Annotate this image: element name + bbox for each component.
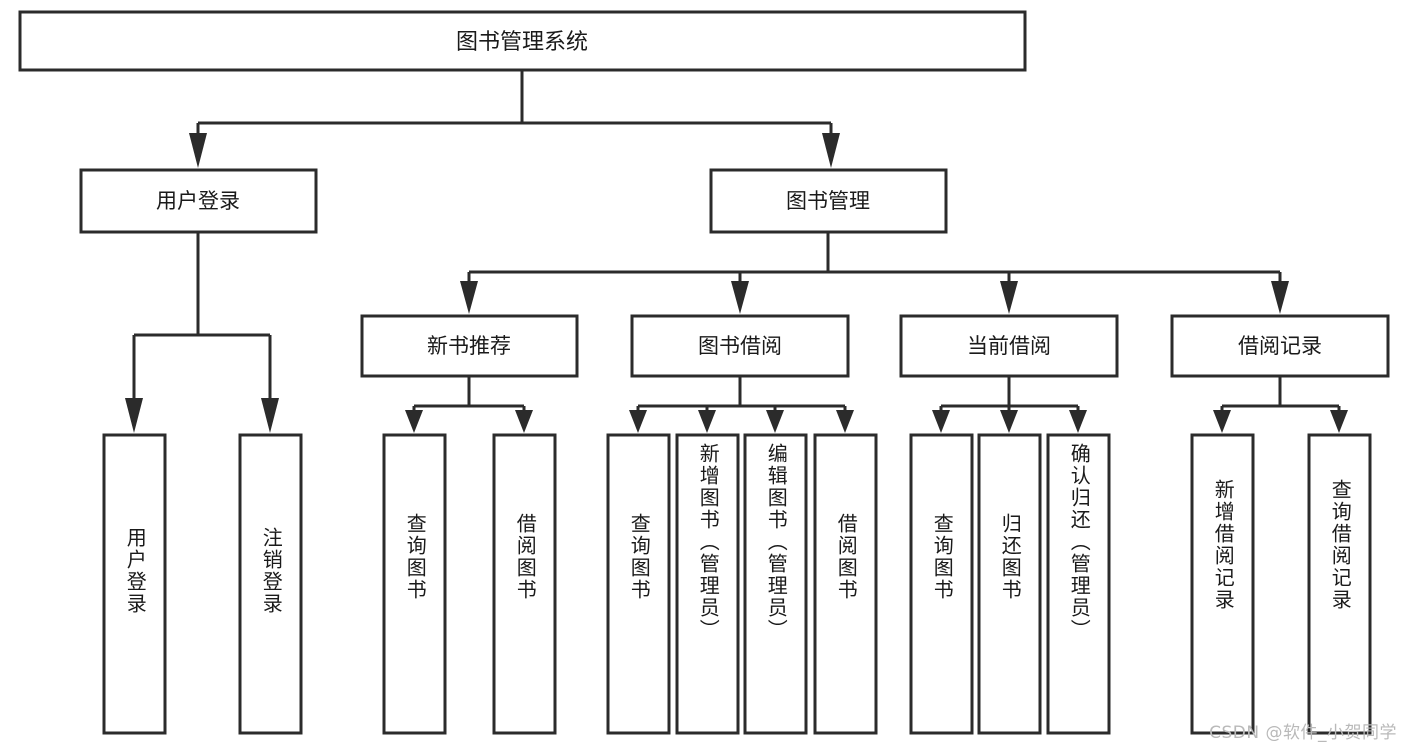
node-user-login[interactable]: 用户登录 [79, 168, 318, 234]
leaf-borrow-book-1-box[interactable] [492, 433, 557, 735]
node-root[interactable]: 图书管理系统 [18, 10, 1027, 72]
connector-book-manage-to-level2 [460, 232, 1289, 314]
arrow-to-leaf-confirm-return [1069, 410, 1087, 433]
leaf-add-record-box[interactable] [1190, 433, 1255, 735]
leaf-boxes [102, 433, 1372, 735]
node-user-login-box[interactable] [79, 168, 318, 234]
leaf-query-book-1-box[interactable] [382, 433, 447, 735]
node-book-borrow-label: 图书借阅 [698, 334, 782, 358]
node-book-manage[interactable]: 图书管理 [709, 168, 948, 234]
node-book-borrow[interactable]: 图书借阅 [630, 314, 850, 378]
node-current-borrow[interactable]: 当前借阅 [899, 314, 1119, 378]
leaf-user-login-box[interactable] [102, 433, 167, 735]
leaf-query-book-2-box[interactable] [606, 433, 671, 735]
connector-current-borrow-to-leaves [932, 376, 1087, 433]
node-new-book-rec-label: 新书推荐 [427, 334, 511, 358]
arrow-to-new-book-rec [460, 281, 478, 314]
node-root-box[interactable] [18, 10, 1027, 72]
leaf-edit-book-box[interactable] [743, 433, 808, 735]
node-root-label: 图书管理系统 [456, 30, 588, 55]
arrow-to-leaf-edit-book [766, 410, 784, 433]
leaf-add-book-box[interactable] [675, 433, 740, 735]
arrow-to-current-borrow [1000, 281, 1018, 314]
arrow-to-user-login [189, 133, 207, 168]
watermark-text: CSDN @软件_小贺同学 [1209, 723, 1397, 743]
node-new-book-rec-box[interactable] [360, 314, 579, 378]
arrow-to-leaf-query-book-3 [932, 410, 950, 433]
connector-new-book-rec-to-leaves [405, 376, 533, 433]
leaf-query-record-box[interactable] [1307, 433, 1372, 735]
node-book-manage-label: 图书管理 [786, 189, 870, 213]
node-user-login-label: 用户登录 [156, 189, 240, 213]
arrow-to-leaf-query-record [1330, 410, 1348, 433]
arrow-to-leaf-add-record [1213, 410, 1231, 433]
node-current-borrow-label: 当前借阅 [967, 334, 1051, 358]
arrow-to-leaf-add-book [698, 410, 716, 433]
node-borrow-record[interactable]: 借阅记录 [1170, 314, 1390, 378]
leaf-confirm-return-box[interactable] [1046, 433, 1111, 735]
connector-root-to-level1 [189, 70, 840, 168]
node-borrow-record-label: 借阅记录 [1238, 334, 1322, 358]
arrow-to-borrow-record [1271, 281, 1289, 314]
leaf-borrow-book-2-box[interactable] [813, 433, 878, 735]
leaf-user-logout-box[interactable] [238, 433, 303, 735]
arrow-to-book-manage [822, 133, 840, 168]
arrow-to-leaf-user-logout [261, 398, 279, 433]
arrow-to-leaf-borrow-book-2 [836, 410, 854, 433]
arrow-to-leaf-borrow-book-1 [515, 410, 533, 433]
arrow-to-book-borrow [731, 281, 749, 314]
leaf-return-book-box[interactable] [977, 433, 1042, 735]
node-new-book-rec[interactable]: 新书推荐 [360, 314, 579, 378]
arrow-to-leaf-query-book-1 [405, 410, 423, 433]
node-current-borrow-box[interactable] [899, 314, 1119, 378]
connector-borrow-record-to-leaves [1213, 376, 1348, 433]
connector-user-login-to-leaves [125, 232, 279, 433]
arrow-to-leaf-query-book-2 [629, 410, 647, 433]
arrow-to-leaf-return-book [1000, 410, 1018, 433]
connector-book-borrow-to-leaves [629, 376, 854, 433]
arrow-to-leaf-user-login [125, 398, 143, 433]
leaf-query-book-3-box[interactable] [909, 433, 974, 735]
